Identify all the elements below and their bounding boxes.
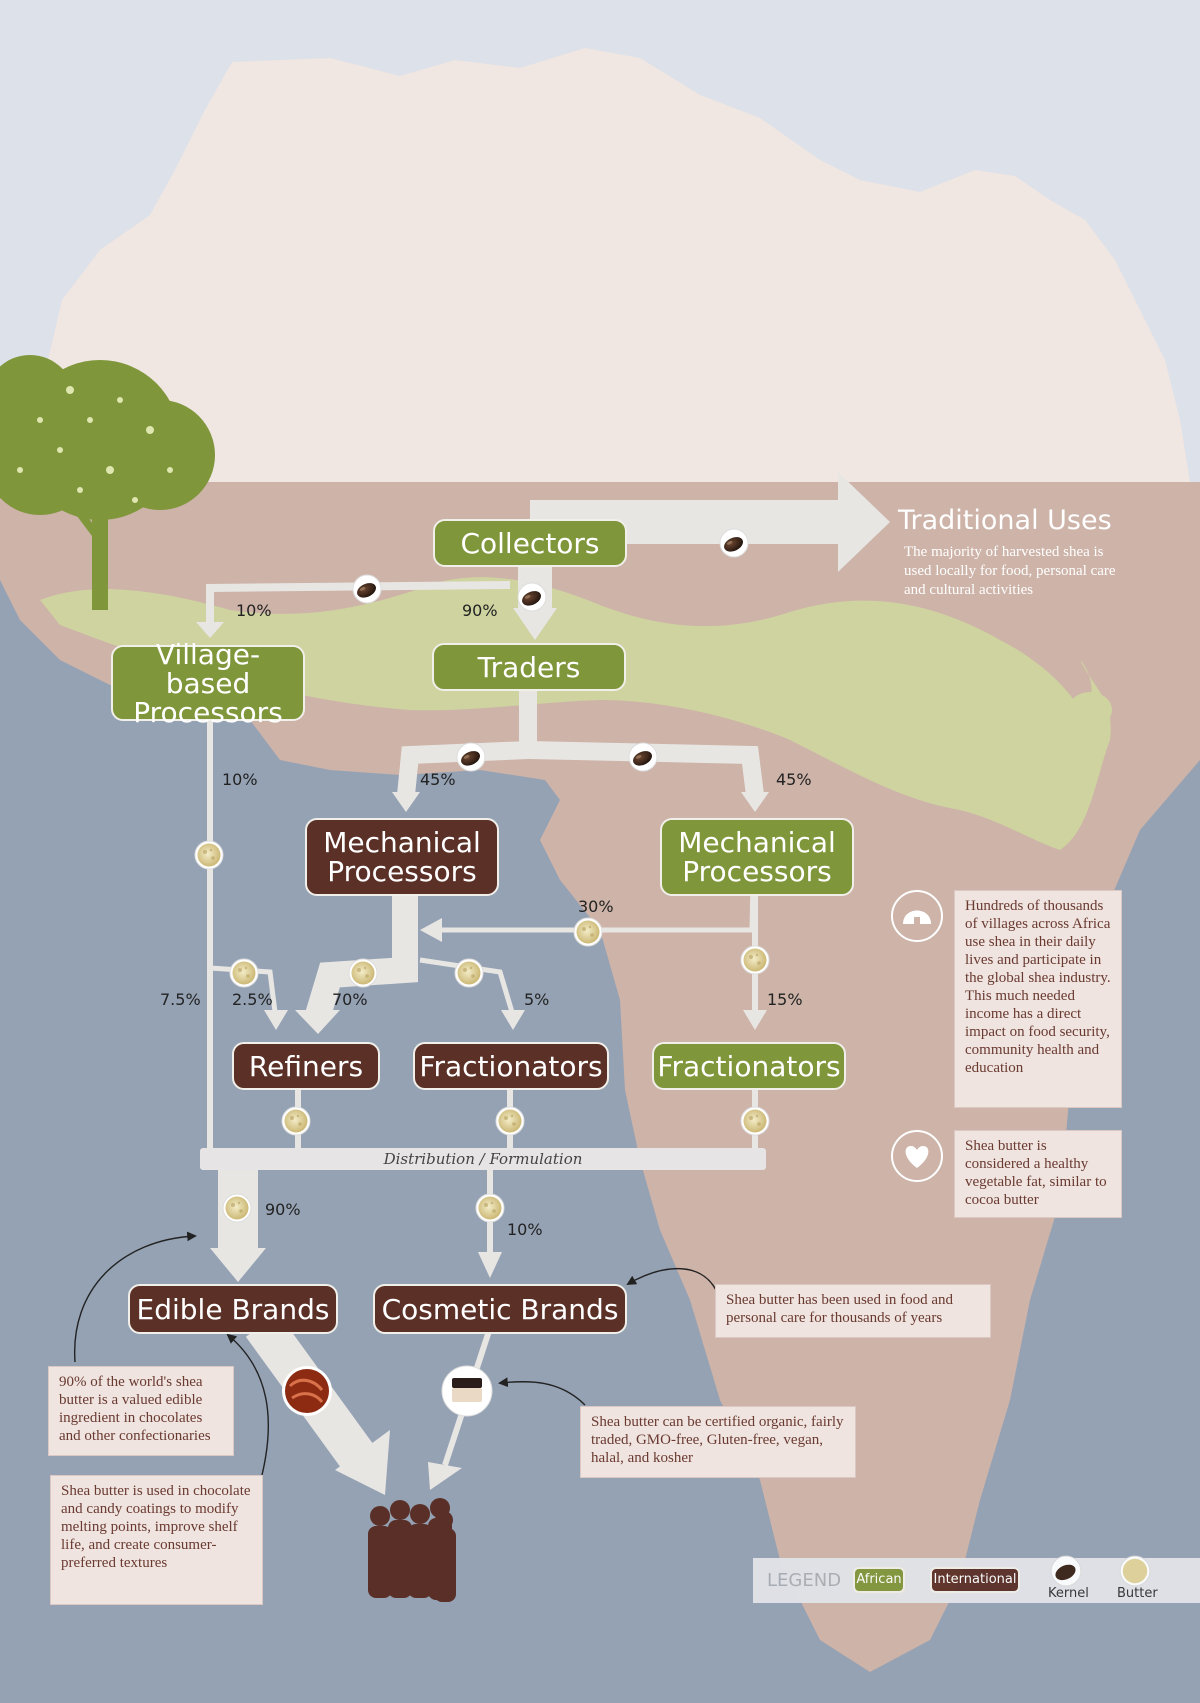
- healthy-fat-note: Shea butter is considered a healthy vege…: [954, 1130, 1122, 1218]
- flow-label: 45%: [420, 770, 456, 789]
- history-note: Shea butter has been used in food and pe…: [715, 1284, 991, 1338]
- cream-jar-icon: [441, 1365, 493, 1417]
- kernel-icon: [517, 582, 547, 612]
- legend-butter-label: Butter: [1117, 1586, 1158, 1601]
- mechanical-processors-international-node: Mechanical Processors: [305, 818, 499, 896]
- legend-african-badge: African: [853, 1567, 905, 1593]
- flow-label: 70%: [332, 990, 368, 1009]
- flow-label: 10%: [222, 770, 258, 789]
- mechanical-processors-african-node: Mechanical Processors: [660, 818, 854, 896]
- butter-icon: [495, 1106, 525, 1136]
- chocolate-coatings-note: Shea butter is used in chocolate and can…: [50, 1475, 263, 1605]
- legend: LEGEND African International Kernel Butt…: [753, 1555, 1200, 1603]
- village-processors-node: Village-based Processors: [111, 640, 305, 727]
- flow-label: 30%: [578, 897, 614, 916]
- kernel-icon: [719, 528, 749, 558]
- butter-icon: [229, 958, 259, 988]
- flow-label: 90%: [265, 1200, 301, 1219]
- legend-kernel-label: Kernel: [1048, 1586, 1089, 1601]
- collectors-node: Collectors: [433, 519, 627, 567]
- certification-note: Shea butter can be certified organic, fa…: [580, 1406, 856, 1478]
- butter-icon: [281, 1106, 311, 1136]
- flow-label: 2.5%: [232, 990, 273, 1009]
- edible-share-note: 90% of the world's shea butter is a valu…: [48, 1366, 234, 1456]
- hut-icon: [891, 890, 943, 942]
- butter-icon: [740, 1106, 770, 1136]
- traditional-uses-description: The majority of harvested shea is used l…: [904, 544, 1116, 598]
- callout-lines: [74, 1231, 717, 1476]
- butter-icon: [222, 1193, 252, 1223]
- kernel-icon: [456, 742, 486, 772]
- consumers-icon: [368, 1498, 456, 1602]
- traditional-uses-title: Traditional Uses: [898, 505, 1112, 536]
- flow-label: 45%: [776, 770, 812, 789]
- cosmetic-brands-node: Cosmetic Brands: [373, 1284, 627, 1334]
- butter-icon: [1119, 1555, 1151, 1587]
- butter-icon: [194, 840, 224, 870]
- kernel-icon: [352, 574, 382, 604]
- butter-icon: [573, 917, 603, 947]
- flow-label: 5%: [524, 990, 550, 1009]
- legend-international-badge: International: [930, 1567, 1020, 1593]
- butter-icon: [740, 945, 770, 975]
- shea-tree-icon: [0, 355, 215, 610]
- flow-label: 10%: [236, 601, 272, 620]
- distribution-formulation-bar: Distribution / Formulation: [200, 1148, 766, 1170]
- flow-label: 10%: [507, 1220, 543, 1239]
- flow-label: 7.5%: [160, 990, 201, 1009]
- flow-label: 90%: [462, 601, 498, 620]
- butter-icon: [475, 1193, 505, 1223]
- edible-brands-node: Edible Brands: [128, 1284, 338, 1334]
- villages-note: Hundreds of thousands of villages across…: [954, 890, 1122, 1108]
- refiners-node: Refiners: [232, 1042, 380, 1090]
- legend-title: LEGEND: [767, 1570, 842, 1591]
- traders-node: Traders: [432, 643, 626, 691]
- flow-label: 15%: [767, 990, 803, 1009]
- butter-icon: [454, 958, 484, 988]
- kernel-icon: [1050, 1555, 1082, 1587]
- heart-icon: [891, 1130, 943, 1182]
- fractionators-african-node: Fractionators: [652, 1042, 846, 1090]
- chocolate-icon: [282, 1366, 332, 1416]
- fractionators-international-node: Fractionators: [413, 1042, 609, 1090]
- kernel-icon: [628, 742, 658, 772]
- butter-icon: [348, 958, 378, 988]
